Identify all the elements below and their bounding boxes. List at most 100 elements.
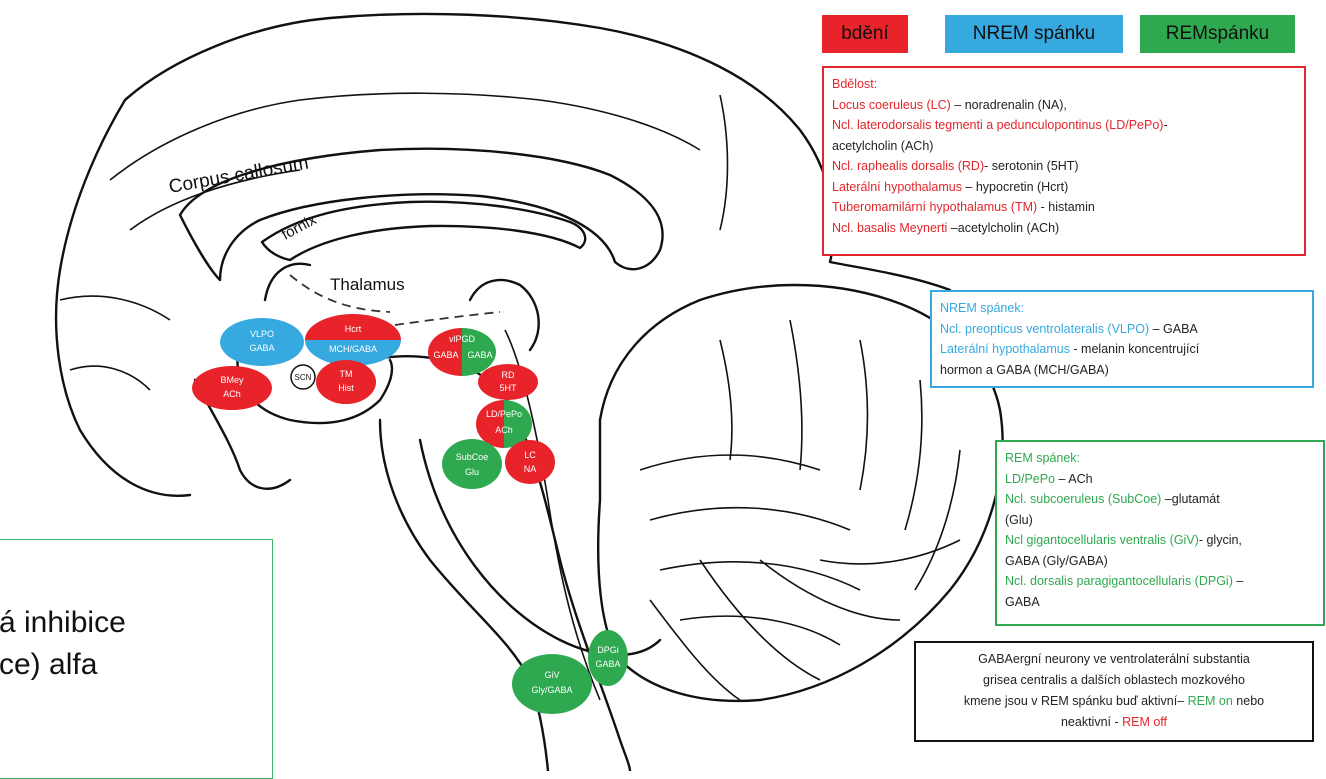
wake-line-meynert-name: Ncl. basalis Meynerti (832, 221, 947, 235)
nrem-line-lh: Laterální hypothalamus - melanin koncent… (940, 339, 1304, 360)
rem-line-giv-name: Ncl gigantocellularis ventralis (GiV) (1005, 533, 1199, 547)
bmey-nt-label: ACh (223, 389, 241, 399)
corpus-callosum-label: Corpus callosum (167, 153, 310, 198)
legend-rem: REMspánku (1140, 15, 1295, 53)
gaba-info-box: GABAergní neurony ve ventrolaterální sub… (914, 641, 1314, 742)
rem-line-dpgi: Ncl. dorsalis paragigantocellularis (DPG… (1005, 571, 1315, 592)
gaba-rem-off: REM off (1122, 715, 1167, 729)
gaba-line-3: kmene jsou v REM spánku buď aktivní– REM… (924, 691, 1304, 712)
giv-label: GiV (544, 670, 559, 680)
mch-label: MCH/GABA (329, 344, 377, 354)
rem-line-subcoe: Ncl. subcoeruleus (SubCoe) –glutamát (1005, 489, 1315, 510)
lc-label: LC (524, 450, 536, 460)
rd-label: RD (502, 370, 515, 380)
gaba-line-4-a: neaktivní - (1061, 715, 1122, 729)
scn-label: SCN (295, 373, 312, 382)
gyrus-line (110, 93, 700, 180)
nrem-line-lh-nt: - melanin koncentrující (1070, 342, 1199, 356)
wake-line-meynert: Ncl. basalis Meynerti –acetylcholin (ACh… (832, 218, 1296, 239)
rd-nt-label: 5HT (499, 383, 517, 393)
overlay-text-box: á inhibice ce) alfa (0, 539, 273, 779)
nrem-box-title: NREM spánek: (940, 298, 1304, 319)
wake-line-lc: Locus coeruleus (LC) – noradrenalin (NA)… (832, 95, 1296, 116)
lc-nucleus (505, 440, 555, 484)
tm-nt-label: Hist (338, 383, 354, 393)
legend-wake: bdění (822, 15, 908, 53)
nrem-line-vlpo-nt: – GABA (1149, 322, 1198, 336)
legend-rem-label: REMspánku (1166, 23, 1270, 44)
rem-line-giv: Ncl gigantocellularis ventralis (GiV)- g… (1005, 530, 1315, 551)
nrem-line-vlpo-name: Ncl. preopticus ventrolateralis (VLPO) (940, 322, 1149, 336)
rem-line-dpgi-dash: – (1233, 574, 1243, 588)
wake-line-lc-nt: – noradrenalin (NA), (951, 98, 1067, 112)
vlpo-nt-label: GABA (249, 343, 274, 353)
cortex-left-outline (56, 100, 190, 496)
giv-nucleus (512, 654, 592, 714)
wake-line-tm-nt: - histamin (1037, 200, 1095, 214)
gaba-line-3-a: kmene jsou v REM spánku buď aktivní– (964, 694, 1188, 708)
rem-line-glu: (Glu) (1005, 510, 1315, 531)
gyrus-line (720, 95, 728, 230)
legend-wake-label: bdění (841, 23, 889, 44)
tm-nucleus (316, 360, 376, 404)
cerebellum-arbor (640, 320, 960, 645)
gyrus-line (60, 296, 170, 320)
gyrus-line (70, 366, 150, 390)
dpgi-nucleus (588, 630, 628, 686)
fornix-label: fornix (279, 211, 320, 243)
rem-line-glygaba: GABA (Gly/GABA) (1005, 551, 1315, 572)
vlpo-label: VLPO (250, 329, 274, 339)
vlpag-nt-left: GABA (433, 350, 458, 360)
rem-line-ldpepo: LD/PePo – ACh (1005, 469, 1315, 490)
rem-line-dpgi-name: Ncl. dorsalis paragigantocellularis (DPG… (1005, 574, 1233, 588)
wake-line-lh: Laterální hypothalamus – hypocretin (Hcr… (832, 177, 1296, 198)
giv-nt-label: Gly/GABA (531, 685, 572, 695)
gaba-line-3-b: nebo (1233, 694, 1264, 708)
wake-line-ldpepo-dash: - (1163, 118, 1167, 132)
nrem-line-vlpo: Ncl. preopticus ventrolateralis (VLPO) –… (940, 319, 1304, 340)
wake-box-title: Bdělost: (832, 74, 1296, 95)
rem-box-title: REM spánek: (1005, 448, 1315, 469)
subcoe-nucleus (442, 439, 502, 489)
bmey-nucleus (192, 366, 272, 410)
gaba-line-1: GABAergní neurony ve ventrolaterální sub… (924, 649, 1304, 670)
nrem-line-mch: hormon a GABA (MCH/GABA) (940, 360, 1304, 381)
rem-info-box: REM spánek: LD/PePo – ACh Ncl. subcoerul… (995, 440, 1325, 626)
rem-line-subcoe-name: Ncl. subcoeruleus (SubCoe) (1005, 492, 1161, 506)
rem-line-ldpepo-nt: – ACh (1055, 472, 1093, 486)
vlpo-nucleus (220, 318, 304, 366)
wake-line-rd-name: Ncl. raphealis dorsalis (RD) (832, 159, 984, 173)
dpgi-label: DPGi (597, 645, 619, 655)
wake-line-ldpepo: Ncl. laterodorsalis tegmenti a pedunculo… (832, 115, 1296, 136)
subcoe-label: SubCoe (456, 452, 489, 462)
gaba-rem-on: REM on (1188, 694, 1233, 708)
overlay-line-1: á inhibice (0, 606, 126, 640)
wake-line-lc-name: Locus coeruleus (LC) (832, 98, 951, 112)
wake-line-rd: Ncl. raphealis dorsalis (RD)- serotonin … (832, 156, 1296, 177)
thalamus-label: Thalamus (330, 275, 405, 294)
legend-nrem: NREM spánku (945, 15, 1123, 53)
ldpepo-label: LD/PePo (486, 409, 522, 419)
subcoe-nt-label: Glu (465, 467, 479, 477)
wake-line-tm-name: Tuberomamilární hypothalamus (TM) (832, 200, 1037, 214)
wake-line-ach: acetylcholin (ACh) (832, 136, 1296, 157)
dpgi-nt-label: GABA (595, 659, 620, 669)
nrem-line-lh-name: Laterální hypothalamus (940, 342, 1070, 356)
bmey-label: BMey (220, 375, 244, 385)
vlpag-label: vlPGD (449, 334, 476, 344)
rem-line-subcoe-nt: –glutamát (1161, 492, 1219, 506)
wake-line-tm: Tuberomamilární hypothalamus (TM) - hist… (832, 197, 1296, 218)
wake-line-lh-nt: – hypocretin (Hcrt) (962, 180, 1068, 194)
rem-line-giv-nt: - glycin, (1199, 533, 1242, 547)
rem-line-gaba: GABA (1005, 592, 1315, 613)
wake-line-ldpepo-name: Ncl. laterodorsalis tegmenti a pedunculo… (832, 118, 1163, 132)
wake-info-box: Bdělost: Locus coeruleus (LC) – noradren… (822, 66, 1306, 256)
gaba-line-2: grisea centralis a dalších oblastech moz… (924, 670, 1304, 691)
vlpag-nt-right: GABA (467, 350, 492, 360)
gaba-line-4: neaktivní - REM off (924, 712, 1304, 733)
nrem-info-box: NREM spánek: Ncl. preopticus ventrolater… (930, 290, 1314, 388)
legend-nrem-label: NREM spánku (973, 23, 1096, 44)
wake-line-rd-nt: - serotonin (5HT) (984, 159, 1078, 173)
hcrt-label: Hcrt (345, 324, 362, 334)
